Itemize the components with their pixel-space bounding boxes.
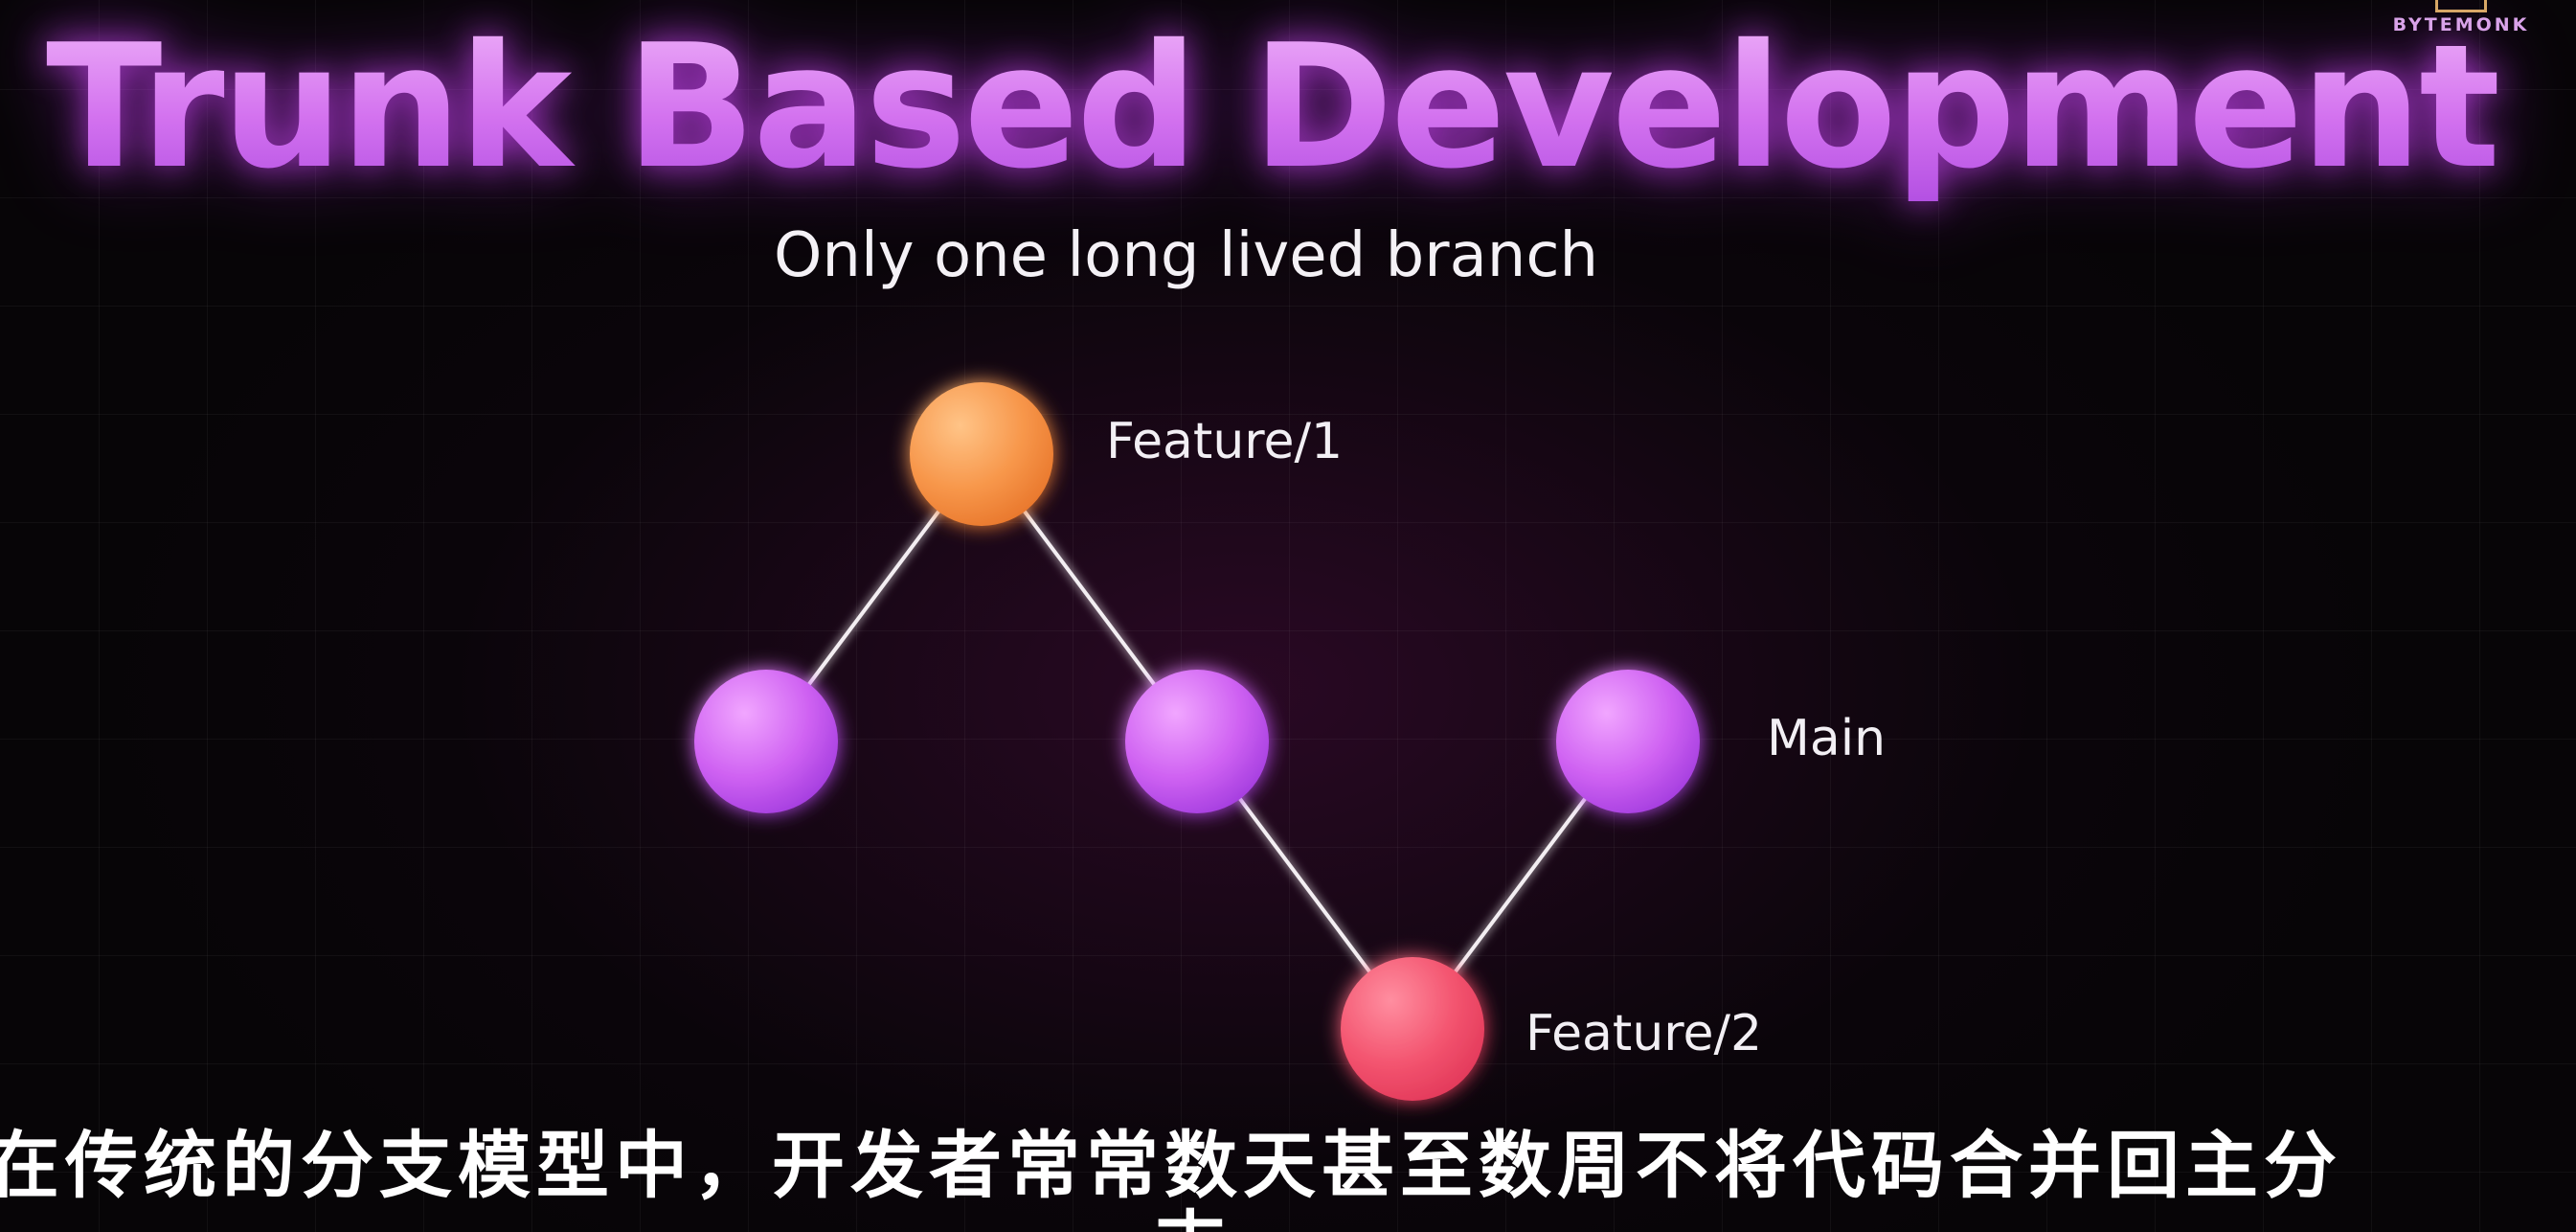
branch-label-m3: Main [1767,710,1886,767]
subtitle-caption-line-2: 支 [1154,1209,1227,1232]
commit-node-f1 [910,382,1053,526]
commit-node-m1 [694,670,838,813]
branch-label-f1: Feature/1 [1106,413,1343,470]
slide-subtitle: Only one long lived branch [774,220,1599,291]
commit-node-m2 [1125,670,1269,813]
node-layer [694,382,1700,1101]
logo-icon [2435,0,2487,12]
subtitle-caption-line-1: 在传统的分支模型中，开发者常常数天甚至数周不将代码合并回主分 [0,1123,2342,1208]
branch-label-f2: Feature/2 [1525,1005,1762,1062]
brand-logo: BYTEMONK [2384,0,2538,35]
brand-name: BYTEMONK [2392,14,2530,35]
commit-node-m3 [1556,670,1700,813]
slide-title: Trunk Based Development [46,8,2500,206]
commit-node-f2 [1341,957,1484,1101]
